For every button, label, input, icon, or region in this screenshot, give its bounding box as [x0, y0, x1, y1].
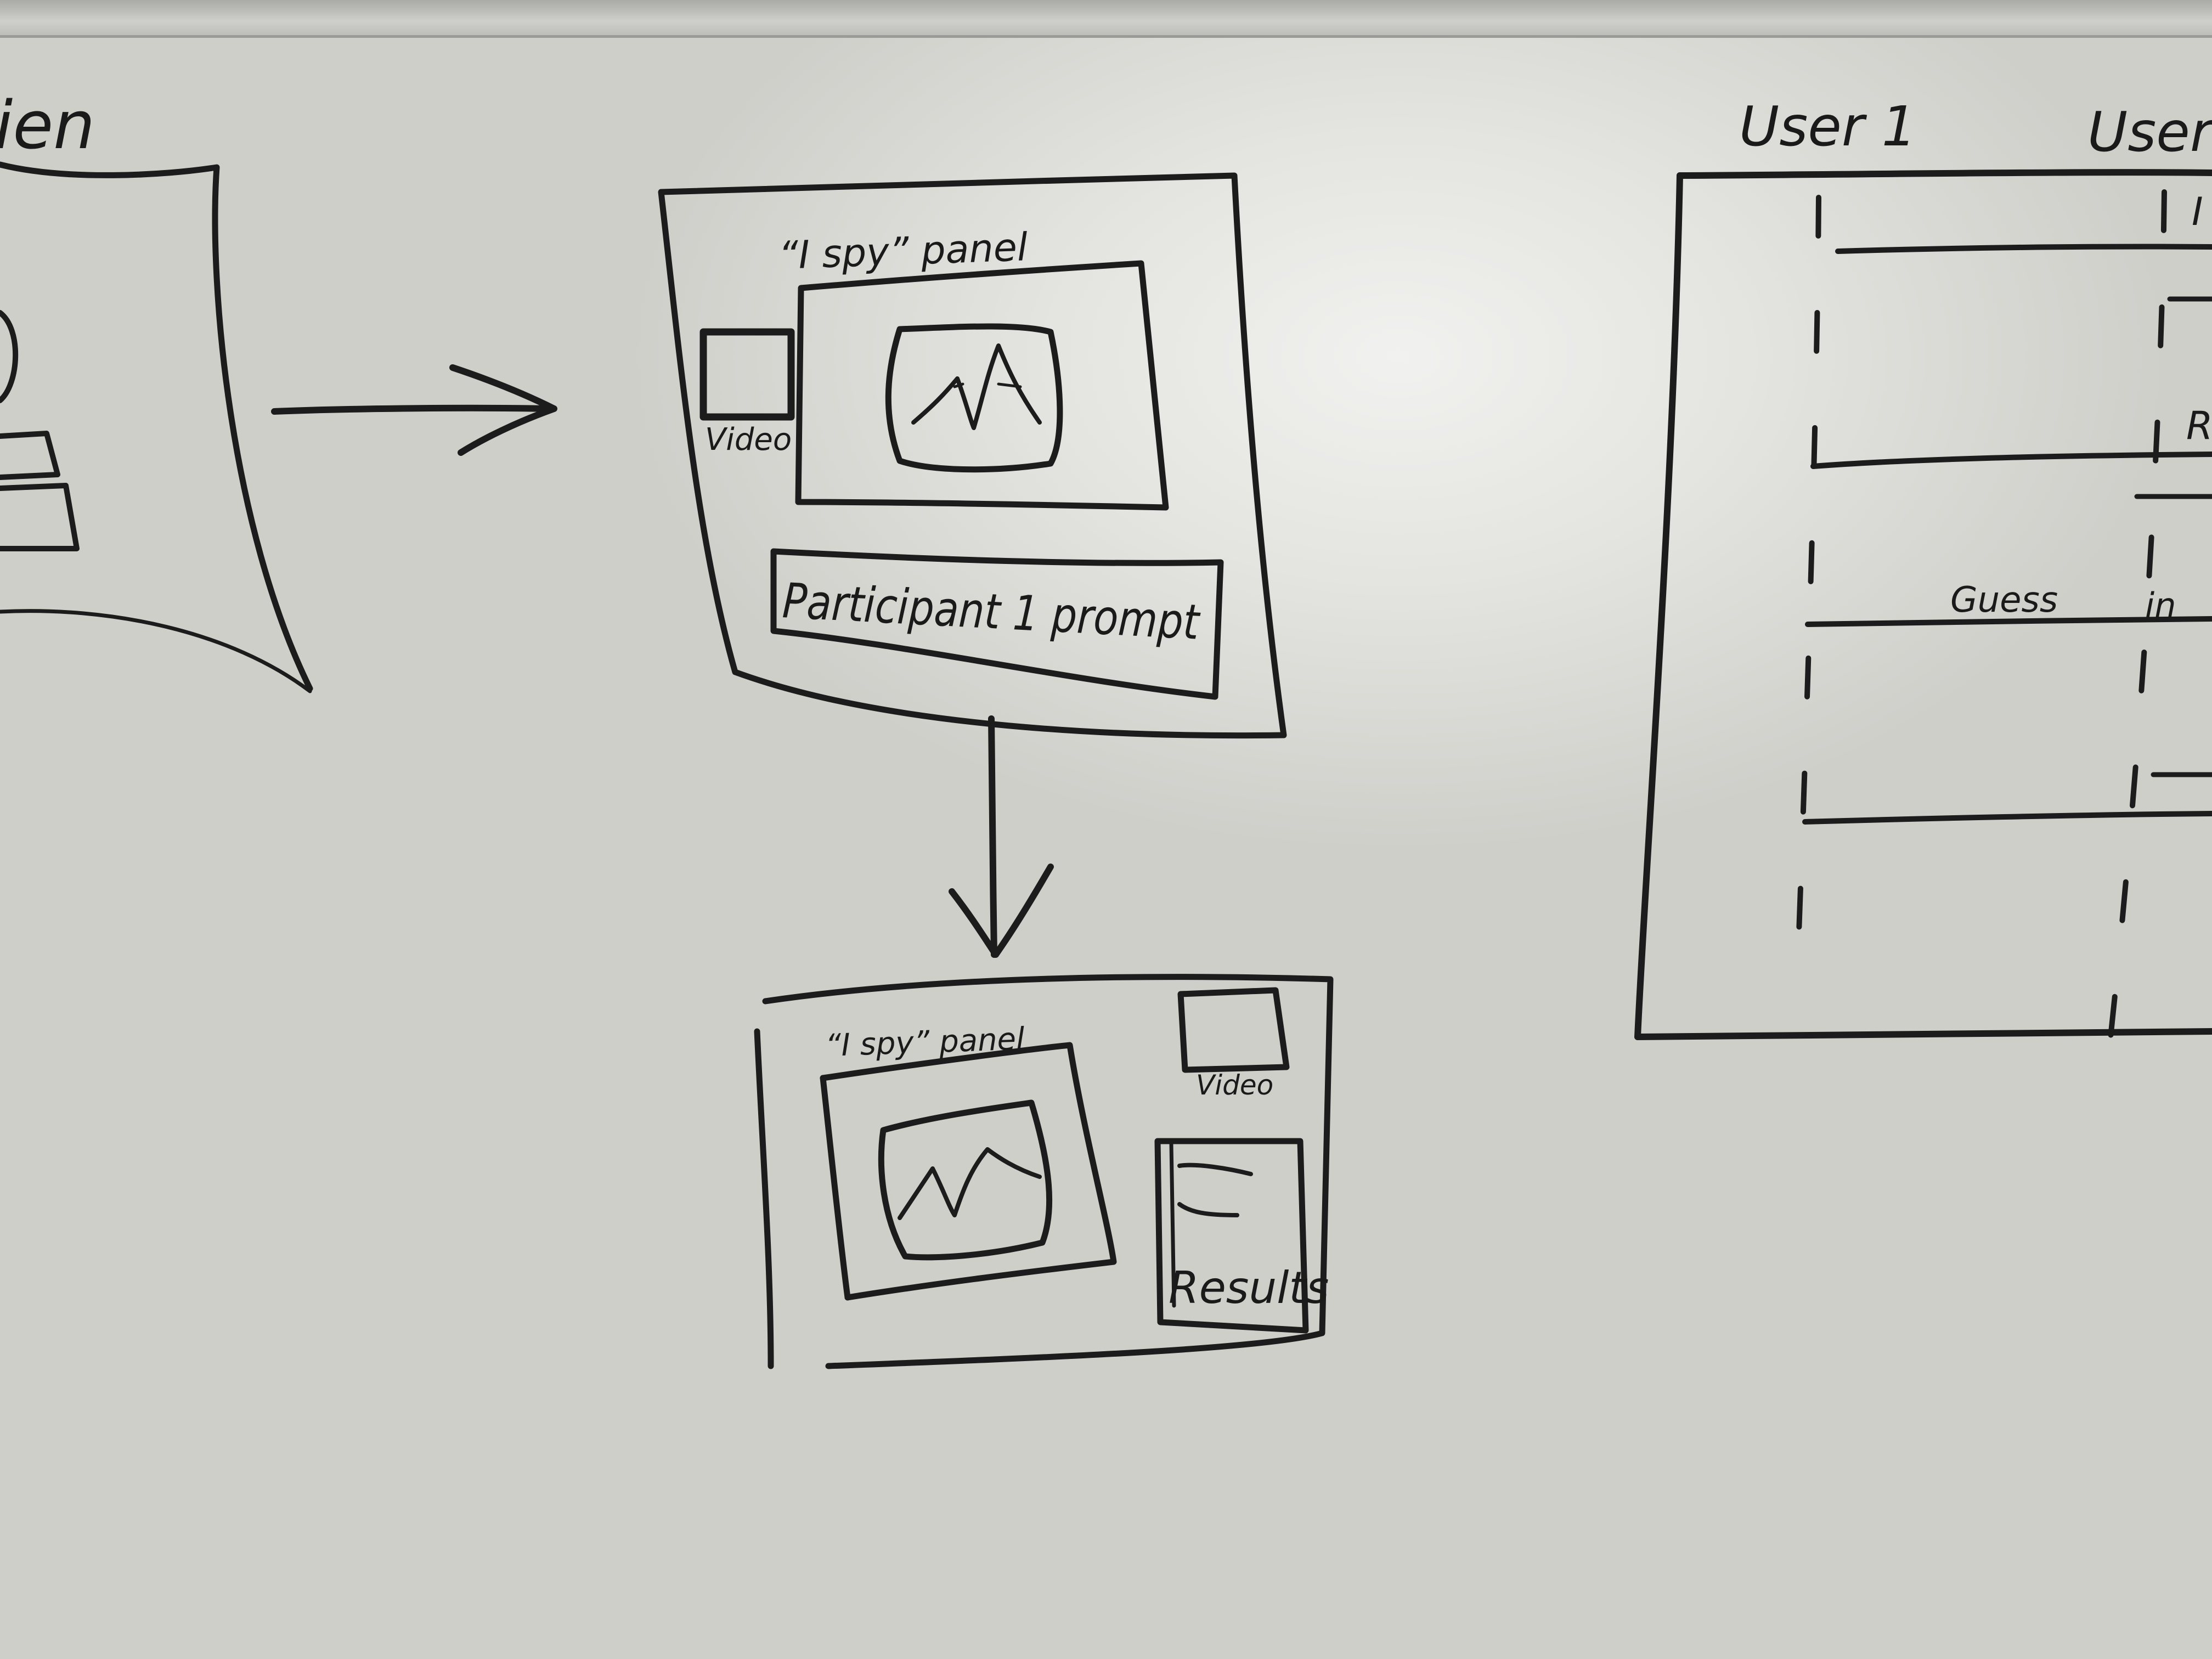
prompt-box — [770, 548, 1224, 700]
in-label: in — [2145, 585, 2176, 625]
video-box-2 — [1177, 987, 1290, 1073]
video-label-1: Video — [705, 422, 792, 458]
arrow-right — [271, 364, 557, 456]
user-1-label: User 1 — [1739, 94, 1916, 159]
video-label-2: Video — [1196, 1069, 1273, 1101]
whiteboard-tray — [0, 0, 2212, 38]
ispy-panel-2-title: “I spy” panel — [825, 1021, 1025, 1064]
sequence-diagram: User 1 User Guess in I R — [1634, 94, 2212, 1051]
cut-label-2: R — [2186, 403, 2212, 448]
left-screen-title: ien — [0, 88, 95, 164]
cut-label-1: I — [2192, 189, 2203, 234]
ispy-screen-2: “I spy” panel Video Results — [754, 974, 1334, 1369]
ispy-panel-1-title: “I spy” panel — [778, 224, 1029, 278]
results-label: Results — [1169, 1262, 1329, 1313]
image-icon-2 — [878, 1099, 1053, 1261]
arrow-down — [949, 715, 1054, 958]
left-screen-sketch: ien — [0, 88, 313, 693]
guess-label: Guess — [1950, 580, 2058, 620]
user-2-label: User — [2087, 100, 2212, 164]
video-box-1 — [699, 328, 795, 421]
ispy-screen-1: “I spy” panel Video Participant 1 prompt — [658, 172, 1287, 739]
image-icon-1 — [885, 323, 1063, 473]
results-box — [1154, 1138, 1309, 1334]
